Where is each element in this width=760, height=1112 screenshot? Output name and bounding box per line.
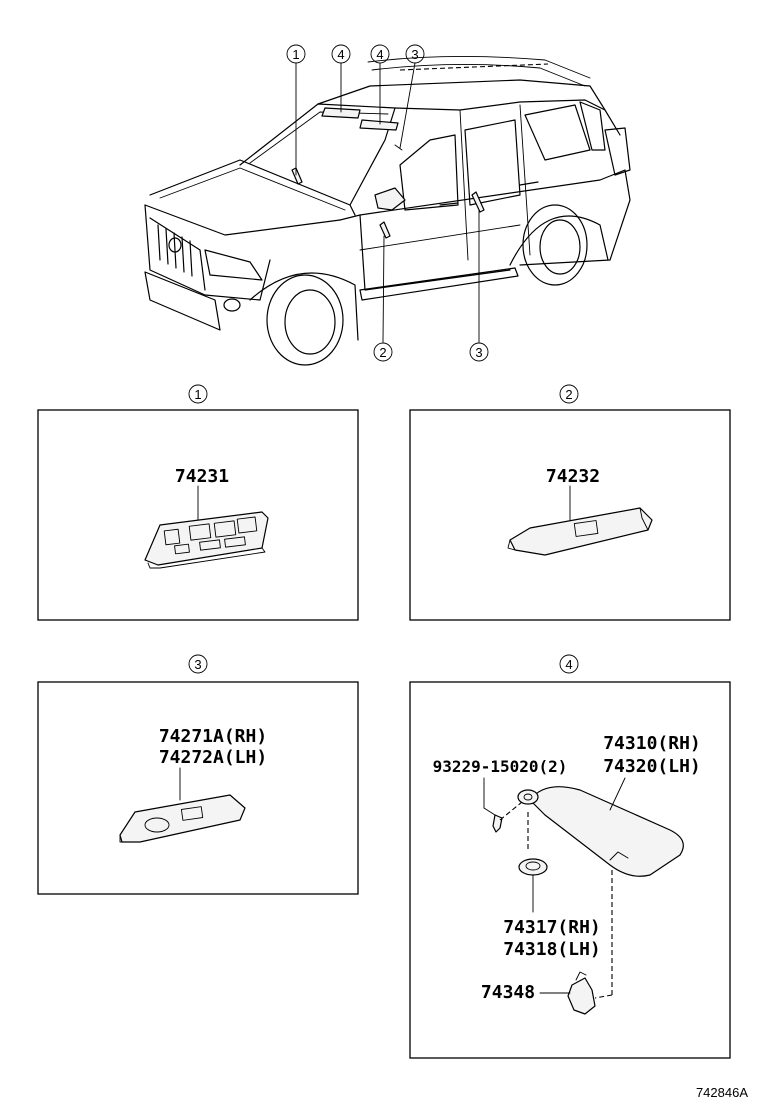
vehicle-illustration <box>144 55 631 366</box>
svg-text:2: 2 <box>379 345 386 360</box>
svg-text:4: 4 <box>376 47 383 62</box>
callout-3-bottom: 3 <box>469 209 489 362</box>
callout-2-bottom: 2 <box>373 235 393 362</box>
screw-93229 <box>483 777 523 833</box>
part-74231-label: 74231 <box>175 466 229 487</box>
visor-hinge <box>517 789 539 805</box>
part-74318-label: 74318(LH) <box>503 939 601 960</box>
part-74232-label: 74232 <box>546 466 600 487</box>
panel-3-number: 3 <box>194 657 201 672</box>
part-74320-label: 74320(LH) <box>603 756 701 777</box>
holder-74348 <box>539 870 613 1015</box>
sun-visor-74310 <box>529 777 684 877</box>
panel-2-number: 2 <box>565 387 572 402</box>
panel-1-number: 1 <box>194 387 201 402</box>
window-switch-panel-74231 <box>144 511 269 569</box>
svg-text:1: 1 <box>292 47 299 62</box>
part-93229-label: 93229-15020(2) <box>433 757 568 776</box>
callout-4-top-b: 4 <box>370 44 390 125</box>
panel-4: 4 74310(RH) 74320(LH) 93229-15020(2) 743… <box>409 654 731 1059</box>
figure-code: 742846A <box>696 1085 748 1100</box>
part-74348-label: 74348 <box>481 982 535 1003</box>
part-74272A-label: 74272A(LH) <box>159 747 267 768</box>
window-switch-panel-74232 <box>507 507 653 556</box>
vehicle-callouts: 1 4 4 3 2 3 <box>286 44 489 362</box>
part-74317-label: 74317(RH) <box>503 917 601 938</box>
part-74271A-label: 74271A(RH) <box>159 726 267 747</box>
svg-text:3: 3 <box>475 345 482 360</box>
washer-74317 <box>518 812 548 913</box>
panel-1: 1 74231 <box>37 384 359 621</box>
panel-2: 2 74232 <box>409 384 731 621</box>
callout-4-top-a: 4 <box>331 44 351 113</box>
window-switch-panel-74271A <box>119 794 246 843</box>
part-74310-label: 74310(RH) <box>603 733 701 754</box>
callout-1-top: 1 <box>286 44 306 176</box>
svg-text:4: 4 <box>337 47 344 62</box>
panel-4-number: 4 <box>565 657 572 672</box>
svg-text:3: 3 <box>411 47 418 62</box>
panel-3: 3 74271A(RH) 74272A(LH) <box>37 654 359 895</box>
callout-3-top: 3 <box>399 44 425 149</box>
